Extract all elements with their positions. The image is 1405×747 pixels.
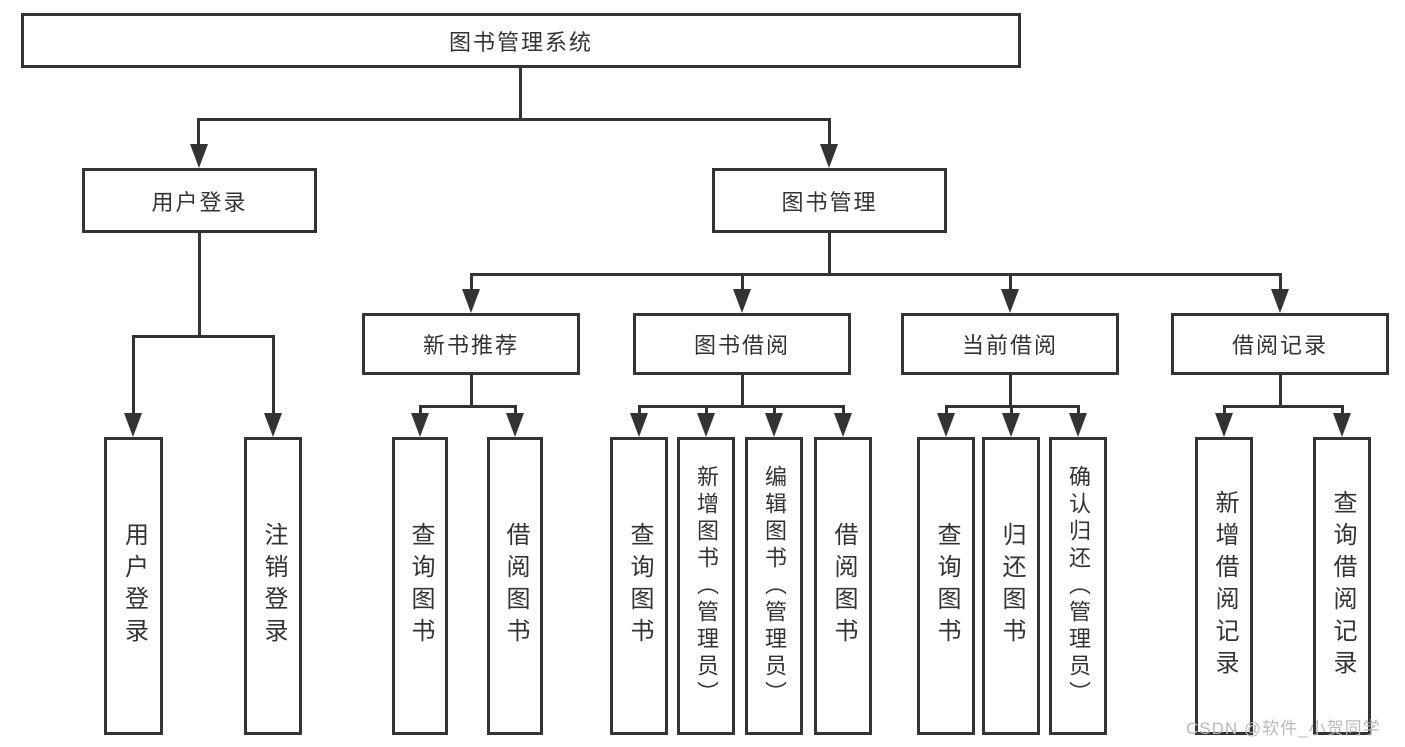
node-new-book-recommendation: 新书推荐 <box>362 313 580 375</box>
connector-line <box>519 68 522 120</box>
leaf-label: 新增借阅记录 <box>1211 490 1238 682</box>
connector-line <box>638 405 641 417</box>
leaf-recommend-query-books: 查询图书 <box>392 437 448 735</box>
connector-line <box>1279 375 1282 407</box>
arrow-down-icon <box>820 144 838 168</box>
leaf-logout: 注销登录 <box>244 437 302 735</box>
arrow-down-icon <box>765 413 783 437</box>
leaf-current-confirm-return-admin: 确认归还（管理员） <box>1049 437 1107 735</box>
node-label: 用户登录 <box>151 189 248 215</box>
connector-line <box>1077 405 1080 417</box>
node-label: 新书推荐 <box>422 333 519 358</box>
connector-line <box>132 335 274 338</box>
leaf-label: 确认归还（管理员） <box>1066 464 1091 708</box>
node-library-management-system: 图书管理系统 <box>21 13 1021 68</box>
leaf-label: 查询借阅记录 <box>1329 490 1356 682</box>
arrow-down-icon <box>1333 413 1351 437</box>
arrow-down-icon <box>937 413 955 437</box>
connector-line <box>773 405 776 417</box>
node-label: 借阅记录 <box>1231 333 1328 358</box>
node-label: 图书管理 <box>781 189 878 215</box>
arrow-down-icon <box>630 413 648 437</box>
arrow-down-icon <box>124 413 142 437</box>
connector-line <box>741 273 744 293</box>
leaf-recommend-borrow-books: 借阅图书 <box>487 437 543 735</box>
node-label: 图书借阅 <box>693 333 790 358</box>
connector-line <box>470 375 473 407</box>
leaf-borrowing-add-book-admin: 新增图书（管理员） <box>677 437 735 735</box>
node-current-borrowing: 当前借阅 <box>901 313 1119 375</box>
leaf-borrowing-query-books: 查询图书 <box>610 437 668 735</box>
leaf-records-query-borrow-record: 查询借阅记录 <box>1313 437 1371 735</box>
node-book-borrowing: 图书借阅 <box>633 313 851 375</box>
leaf-records-add-borrow-record: 新增借阅记录 <box>1195 437 1253 735</box>
node-book-management: 图书管理 <box>712 168 947 233</box>
leaf-label: 用户登录 <box>120 522 148 650</box>
csdn-watermark: CSDN @软件_小贺同学 <box>1186 719 1381 738</box>
connector-line <box>419 405 516 408</box>
arrow-down-icon <box>834 413 852 437</box>
node-label: 图书管理系统 <box>448 29 593 55</box>
connector-line <box>1009 273 1012 293</box>
connector-line <box>638 405 844 408</box>
connector-line <box>828 118 831 146</box>
leaf-label: 借阅图书 <box>502 522 529 650</box>
leaf-borrowing-edit-book-admin: 编辑图书（管理员） <box>745 437 803 735</box>
leaf-label: 借阅图书 <box>830 522 857 650</box>
leaf-current-return-books: 归还图书 <box>982 437 1040 735</box>
connector-line <box>705 405 708 417</box>
leaf-current-query-books: 查询图书 <box>917 437 975 735</box>
connector-line <box>1010 405 1013 417</box>
connector-line <box>1009 375 1012 407</box>
arrow-down-icon <box>506 413 524 437</box>
arrow-down-icon <box>462 289 480 313</box>
connector-line <box>198 233 201 337</box>
leaf-user-login: 用户登录 <box>104 437 163 735</box>
connector-line <box>842 405 845 417</box>
node-user-login: 用户登录 <box>82 168 317 233</box>
arrow-down-icon <box>190 144 208 168</box>
arrow-down-icon <box>1001 289 1019 313</box>
arrow-down-icon <box>733 289 751 313</box>
leaf-label: 查询图书 <box>626 522 653 650</box>
connector-line <box>132 335 135 415</box>
leaf-label: 注销登录 <box>260 522 287 650</box>
connector-line <box>198 118 831 121</box>
arrow-down-icon <box>264 413 282 437</box>
connector-line <box>1223 405 1343 408</box>
connector-line <box>828 233 831 275</box>
connector-line <box>514 405 517 417</box>
leaf-label: 编辑图书（管理员） <box>762 464 787 708</box>
node-borrowing-records: 借阅记录 <box>1171 313 1389 375</box>
arrow-down-icon <box>1002 413 1020 437</box>
leaf-label: 新增图书（管理员） <box>694 464 719 708</box>
connector-line <box>1279 273 1282 293</box>
connector-line <box>470 273 1282 276</box>
connector-line <box>272 335 275 415</box>
arrow-down-icon <box>1069 413 1087 437</box>
node-label: 当前借阅 <box>961 333 1058 358</box>
connector-line <box>419 405 422 417</box>
connector-line <box>741 375 744 407</box>
leaf-borrowing-borrow-books: 借阅图书 <box>814 437 872 735</box>
arrow-down-icon <box>697 413 715 437</box>
leaf-label: 查询图书 <box>407 522 434 650</box>
connector-line <box>197 118 200 146</box>
connector-line <box>470 273 473 293</box>
leaf-label: 归还图书 <box>998 522 1025 650</box>
leaf-label: 查询图书 <box>933 522 960 650</box>
arrow-down-icon <box>1271 289 1289 313</box>
arrow-down-icon <box>1215 413 1233 437</box>
connector-line <box>1223 405 1226 417</box>
arrow-down-icon <box>411 413 429 437</box>
connector-line <box>945 405 948 417</box>
connector-line <box>1341 405 1344 417</box>
